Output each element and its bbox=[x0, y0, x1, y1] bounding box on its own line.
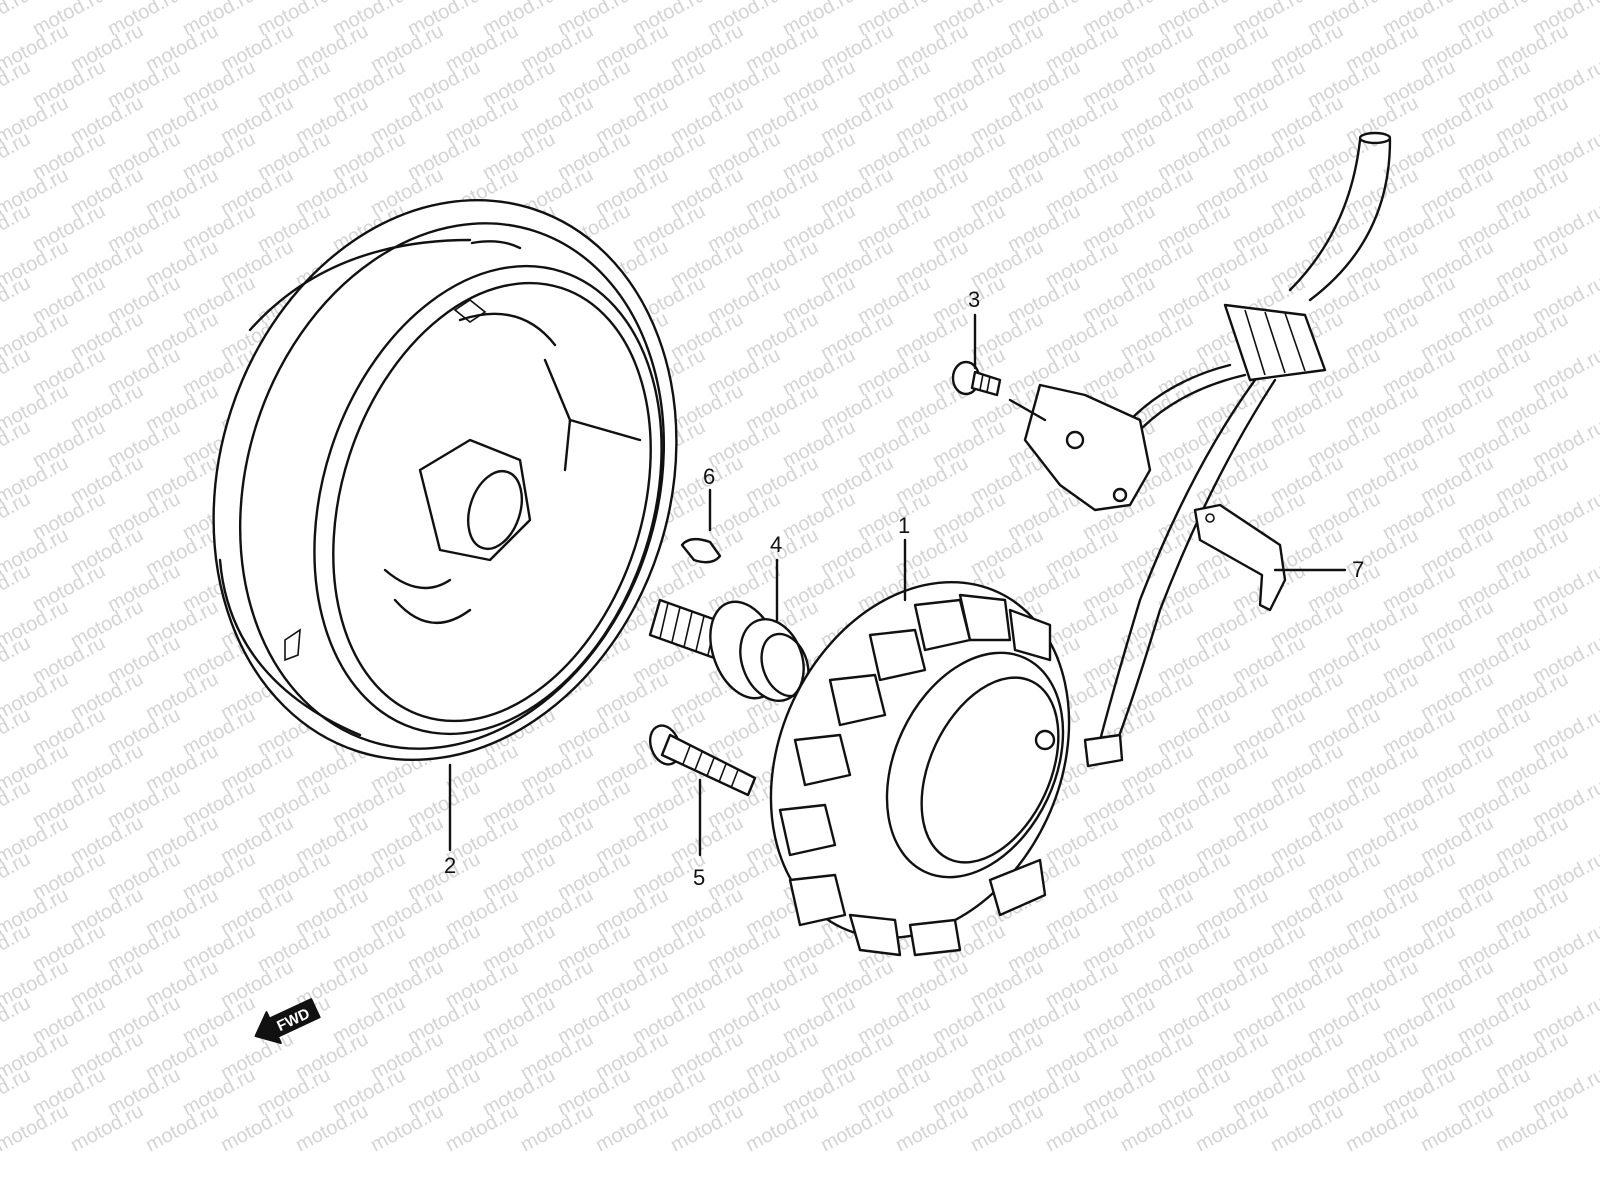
clamp-part bbox=[1193, 503, 1287, 612]
key-part bbox=[680, 537, 722, 564]
rotor-part bbox=[212, 198, 678, 762]
stator-part bbox=[769, 580, 1071, 957]
rotor-bolt-part bbox=[648, 598, 810, 702]
callout-2: 2 bbox=[444, 853, 456, 878]
pickup-screw-part bbox=[951, 360, 1002, 397]
callout-1: 1 bbox=[898, 513, 910, 538]
stator-screw-part bbox=[648, 724, 757, 797]
wire-harness bbox=[1083, 131, 1392, 768]
callout-4: 4 bbox=[770, 532, 782, 557]
pickup-coil bbox=[1023, 383, 1152, 512]
callouts: 1 2 3 4 5 6 7 bbox=[444, 287, 1364, 890]
leader-lines bbox=[448, 313, 1347, 857]
callout-7: 7 bbox=[1352, 557, 1364, 582]
callout-6: 6 bbox=[703, 464, 715, 489]
callout-3: 3 bbox=[968, 287, 980, 312]
callout-5: 5 bbox=[693, 865, 705, 890]
